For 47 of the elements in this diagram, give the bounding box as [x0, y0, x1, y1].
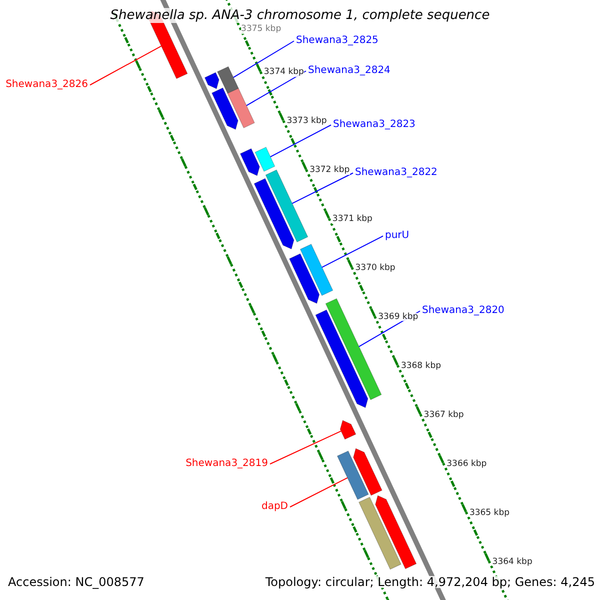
scale-label: 3374 kbp [264, 68, 304, 77]
scale-label: 3370 kbp [355, 264, 396, 272]
scale-label: 3375 kbp [241, 25, 282, 34]
gene-block [212, 88, 238, 130]
gene-block [265, 170, 308, 242]
gene-block [254, 178, 294, 250]
gene-label: Shewana3_2819 [186, 459, 268, 469]
scale-label: 3368 kbp [400, 362, 441, 370]
footer-text: Accession: NC_008577 [8, 576, 144, 588]
leader-line [232, 40, 294, 78]
gene-block [217, 66, 239, 94]
gene-block [336, 450, 369, 500]
gene-block [300, 244, 334, 296]
leader-line [292, 172, 354, 204]
gene-label: Shewana3_2826 [6, 80, 88, 90]
scale-label: 3364 kbp [492, 558, 532, 566]
gene-block [340, 420, 356, 440]
leader-line [322, 236, 384, 268]
scale-label: 3373 kbp [286, 117, 327, 126]
gene-block [204, 72, 220, 90]
leader-line [246, 70, 306, 106]
scale-label: 3365 kbp [469, 508, 510, 518]
gene-block [227, 88, 255, 128]
scale-label: 3366 kbp [446, 460, 487, 468]
gene-label: Shewana3_2820 [422, 306, 504, 316]
scale-label: 3372 kbp [310, 166, 350, 175]
scale-label: 3371 kbp [332, 215, 372, 224]
scale-label: 3367 kbp [424, 410, 464, 420]
gene-block [254, 146, 276, 172]
gene-label: purU [385, 231, 410, 241]
leader-line [270, 430, 342, 464]
gene-label: Shewana3_2822 [355, 168, 438, 178]
gene-label: dapD [261, 502, 288, 512]
gene-block [358, 496, 402, 570]
gene-block [375, 495, 417, 570]
gene-block [289, 253, 320, 304]
leader-line [290, 477, 348, 508]
gene-label: Shewana3_2823 [333, 120, 416, 130]
gene-block [353, 448, 382, 496]
gene-block [315, 310, 368, 408]
gene-label: Shewana3_2824 [308, 66, 390, 76]
leader-line [90, 46, 162, 86]
footer-text: Topology: circular; Length: 4,972,204 bp; Genes: 4,245 [265, 576, 595, 588]
gene-block [240, 148, 260, 176]
leader-line [270, 124, 332, 158]
gene-label: Shewana3_2825 [296, 36, 378, 46]
scale-label: 3369 kbp [378, 312, 418, 322]
